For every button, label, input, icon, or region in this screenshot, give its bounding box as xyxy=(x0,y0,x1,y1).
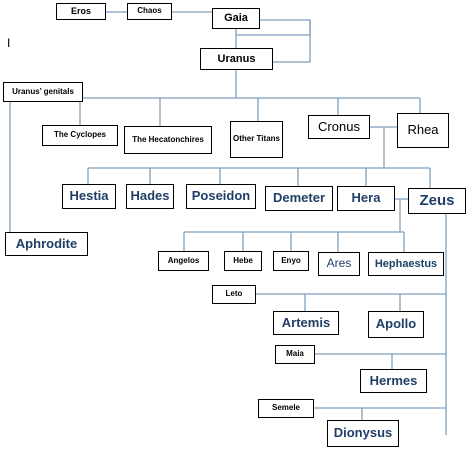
node-artemis: Artemis xyxy=(273,311,339,335)
node-ares: Ares xyxy=(318,252,360,276)
node-hera: Hera xyxy=(337,186,395,211)
node-zeus: Zeus xyxy=(408,188,466,214)
node-other-titans: Other Titans xyxy=(230,121,283,158)
node-aphrodite: Aphrodite xyxy=(5,232,88,256)
node-dionysus: Dionysus xyxy=(327,420,399,447)
node-hades: Hades xyxy=(126,184,174,209)
node-enyo: Enyo xyxy=(273,251,309,271)
node-uranus-genitals: Uranus’ genitals xyxy=(3,82,83,102)
node-uranus: Uranus xyxy=(200,48,273,70)
node-hebe: Hebe xyxy=(224,251,262,271)
node-poseidon: Poseidon xyxy=(186,184,256,209)
node-the-cyclopes: The Cyclopes xyxy=(42,125,118,146)
node-chaos: Chaos xyxy=(127,3,172,20)
node-hephaestus: Hephaestus xyxy=(368,252,444,276)
node-the-hecatonchires: The Hecatonchires xyxy=(124,126,212,154)
node-gaia: Gaia xyxy=(212,8,260,29)
node-cronus: Cronus xyxy=(308,115,370,139)
node-angelos: Angelos xyxy=(158,251,209,271)
stray-mark: I xyxy=(7,36,11,50)
node-semele: Semele xyxy=(258,399,314,418)
node-eros: Eros xyxy=(56,3,106,20)
node-leto: Leto xyxy=(212,285,256,304)
node-maia: Maia xyxy=(275,345,315,364)
node-hestia: Hestia xyxy=(62,184,116,209)
connector-line xyxy=(273,20,311,63)
node-demeter: Demeter xyxy=(265,186,333,211)
node-apollo: Apollo xyxy=(368,311,424,338)
node-hermes: Hermes xyxy=(360,369,427,393)
node-rhea: Rhea xyxy=(397,113,449,148)
